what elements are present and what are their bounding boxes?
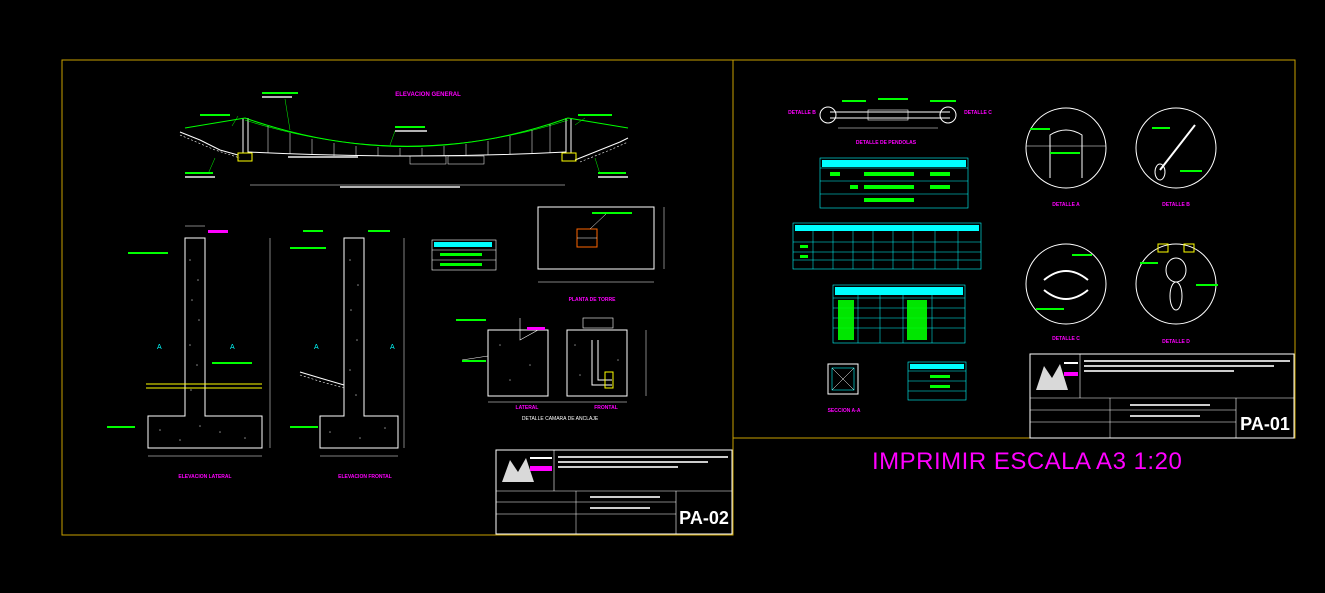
right-table-2: [792, 222, 982, 270]
detalle-d-label: DETALLE D: [1162, 339, 1190, 345]
lateral-elevation-drawing: A A ELEVACION LATERAL: [107, 225, 271, 480]
frontal-elevation-drawing: A A ELEVACION FRONTAL: [290, 230, 405, 480]
title-block-pa01: PA-01: [1029, 353, 1295, 439]
pendolas-label: DETALLE DE PENDOLAS: [856, 140, 917, 146]
right-table-1: [819, 157, 969, 209]
print-scale-note: IMPRIMIR ESCALA A3 1:20: [872, 448, 1183, 475]
frontal-label: FRONTAL: [594, 405, 618, 411]
svg-text:A: A: [157, 344, 162, 351]
lateral-label: LATERAL: [516, 405, 539, 411]
right-table-4: [907, 361, 967, 401]
general-elevation-drawing: ELEVACION GENERAL: [179, 92, 629, 188]
tower-plan-drawing: PLANTA DE TORRE: [537, 206, 665, 303]
lateral-elevation-label: ELEVACION LATERAL: [178, 474, 231, 480]
left-small-table: [431, 239, 497, 271]
seccion-aa-label: SECCION A-A: [828, 408, 861, 414]
detalle-b-left-label: DETALLE B: [788, 110, 816, 116]
svg-text:A: A: [230, 344, 235, 351]
tower-plan-label: PLANTA DE TORRE: [569, 297, 617, 303]
sheet-code-pa02: PA-02: [679, 508, 729, 528]
general-elevation-title: ELEVACION GENERAL: [395, 92, 461, 98]
sheet-code-pa01: PA-01: [1240, 414, 1290, 434]
detalle-c-right-label: DETALLE C: [964, 110, 992, 116]
svg-text:A: A: [314, 344, 319, 351]
detalle-b-label: DETALLE B: [1162, 202, 1190, 208]
svg-text:A: A: [390, 344, 395, 351]
anchor-chamber-label: DETALLE CAMARA DE ANCLAJE: [522, 416, 599, 422]
sheet-right-frame: [732, 59, 1296, 439]
frontal-elevation-label: ELEVACION FRONTAL: [338, 474, 392, 480]
detail-circles: DETALLE A DETALLE B DETALLE C DETALLE D: [1025, 107, 1218, 345]
detalle-c-label: DETALLE C: [1052, 336, 1080, 342]
right-table-3: [832, 284, 966, 344]
title-block-pa02: PA-02: [495, 449, 733, 535]
detalle-a-label: DETALLE A: [1052, 202, 1080, 208]
section-aa-drawing: SECCION A-A: [827, 363, 861, 414]
anchor-chamber-drawing: LATERAL FRONTAL DETALLE CAMARA DE ANCLAJ…: [456, 317, 647, 422]
pendolas-detail-drawing: DETALLE B DETALLE C DETALLE DE PENDOLAS: [788, 98, 992, 146]
